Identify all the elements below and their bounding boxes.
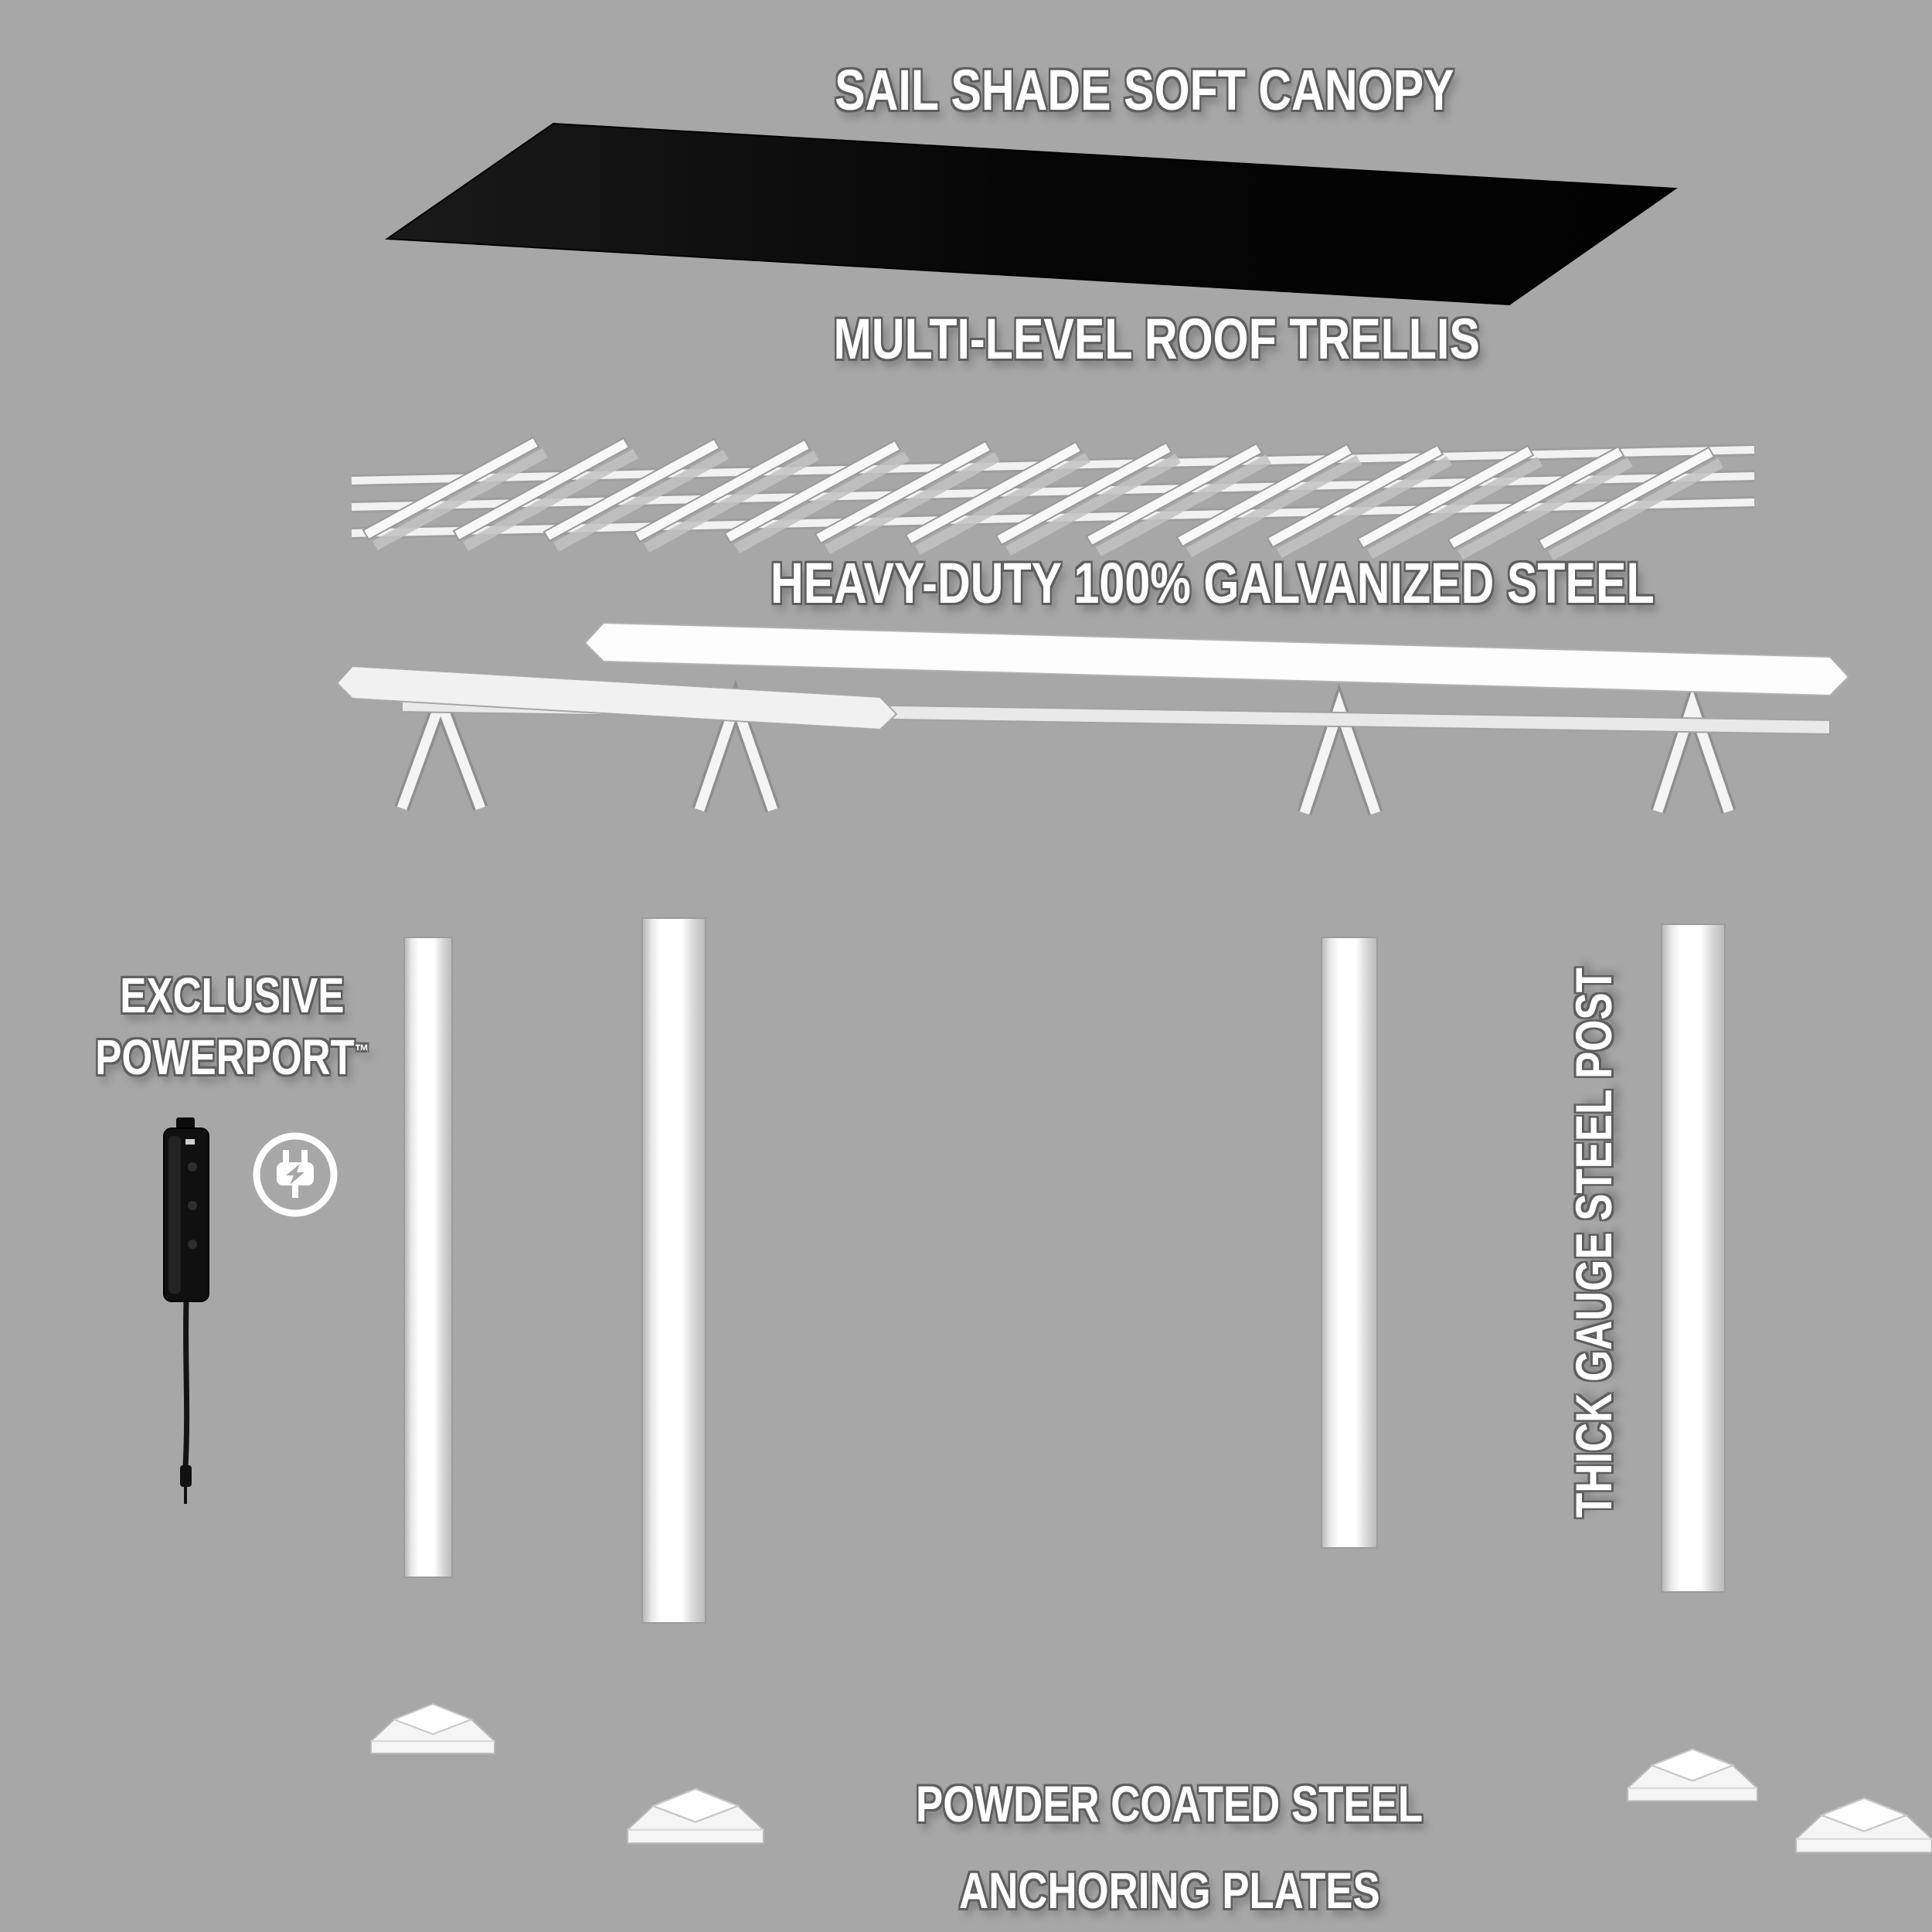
anchor-line-2: ANCHORING PLATES [958,1862,1380,1920]
anchor-plate-4 [1794,1797,1932,1854]
label-thick-gauge-steel-post-text: THICK GAUGE STEEL POST [1565,968,1622,1518]
powerport-icon [253,1132,338,1217]
anchor-plate-2 [626,1787,765,1845]
post-front-left [641,917,706,1624]
label-roof-trellis-text: MULTI-LEVEL ROOF TRELLIS [833,307,1481,371]
post-back-left [403,937,453,1578]
powerport-line-1: EXCLUSIVE [119,968,345,1023]
label-roof-trellis: MULTI-LEVEL ROOF TRELLIS [616,306,1698,372]
post-back-right [1321,937,1378,1549]
label-galvanized-steel: HEAVY-DUTY 100% GALVANIZED STEEL [660,550,1742,616]
sail-shade-canopy-shape [385,122,1678,306]
frame-front-beam [583,621,1850,697]
label-sail-shade-canopy: SAIL SHADE SOFT CANOPY [604,57,1685,123]
label-exclusive-powerport: EXCLUSIVE POWERPORT™ [39,964,425,1088]
label-thick-gauge-steel-post: THICK GAUGE STEEL POST [1559,895,1628,1590]
post-front-right [1661,923,1726,1593]
label-anchoring-plates: POWDER COATED STEEL ANCHORING PLATES [821,1760,1517,1932]
label-sail-shade-canopy-text: SAIL SHADE SOFT CANOPY [835,58,1454,122]
anchor-plate-3 [1626,1748,1759,1802]
trademark-symbol: ™ [354,1040,369,1061]
label-galvanized-steel-text: HEAVY-DUTY 100% GALVANIZED STEEL [770,551,1655,615]
steel-posts [403,917,1726,1624]
frame-back-beam [335,665,898,731]
roof-trellis [351,437,1755,561]
power-strip-device [163,1117,209,1504]
anchor-line-1: POWDER COATED STEEL [915,1775,1423,1832]
powerport-line-2: POWERPORT™ [94,1029,369,1085]
anchor-plate-1 [370,1703,495,1754]
steel-frame [335,621,1850,816]
